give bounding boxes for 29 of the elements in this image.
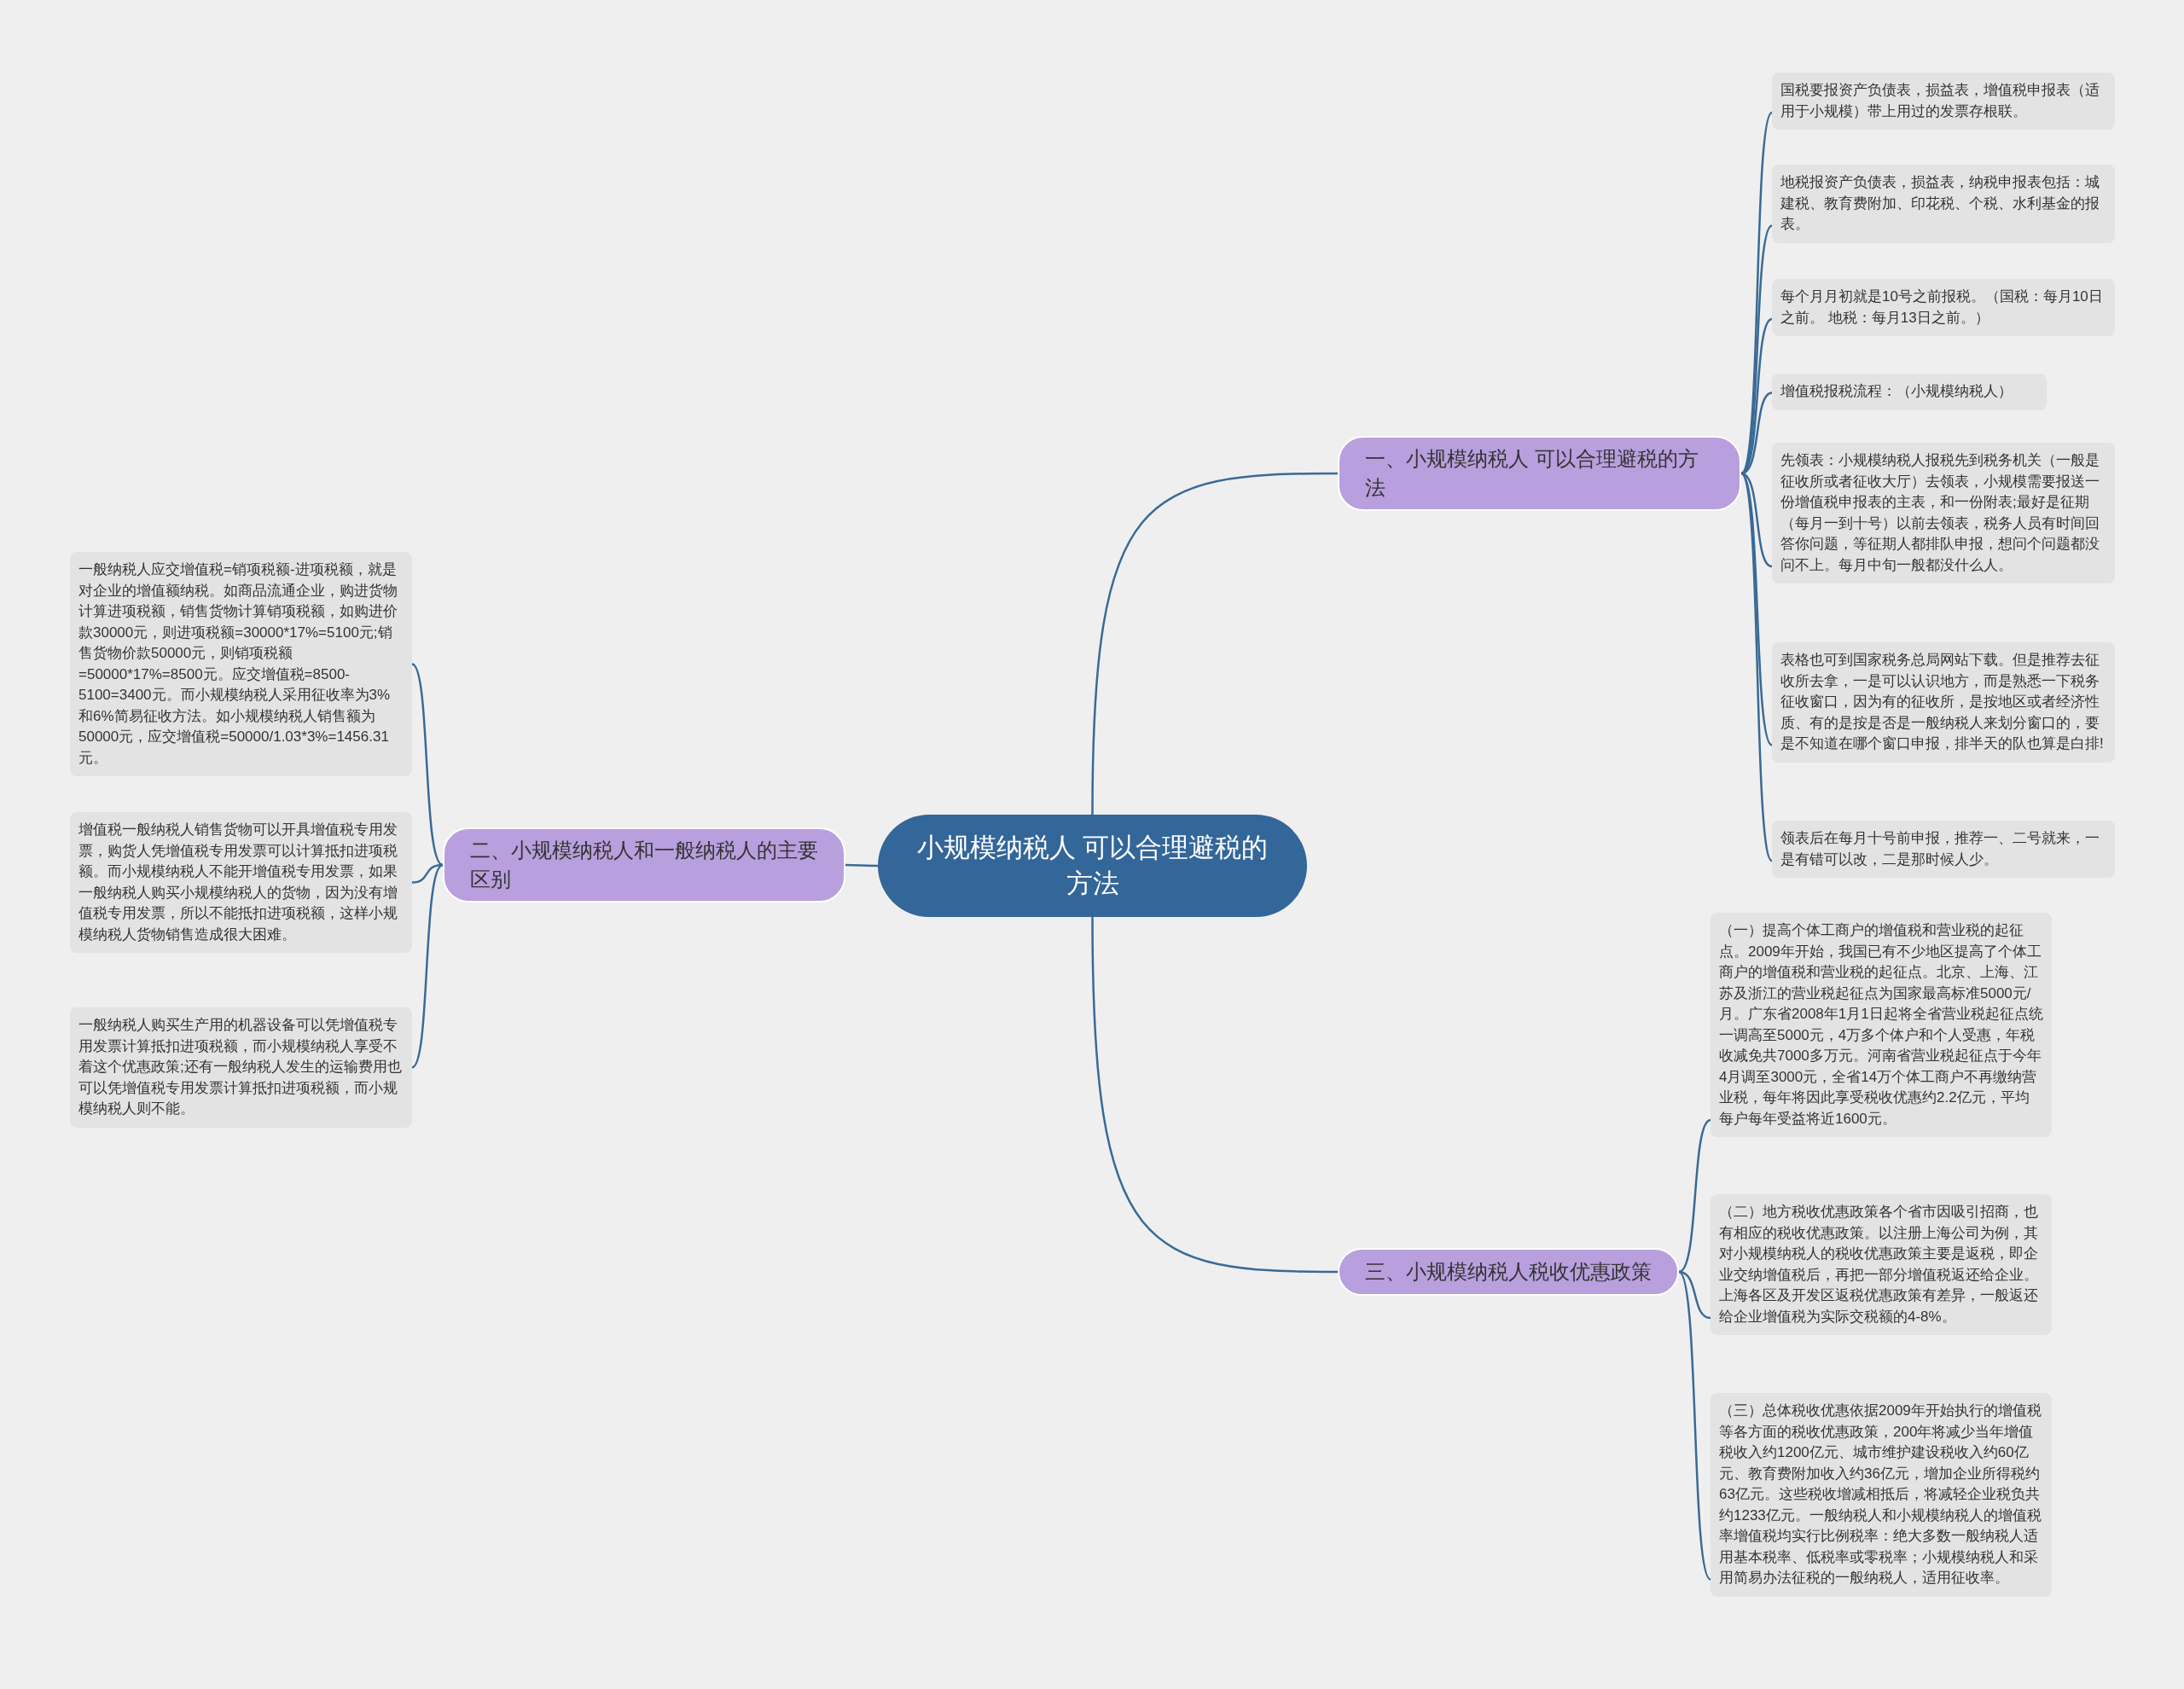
note-card: 增值税报税流程：（小规模纳税人） [1772,374,2047,410]
connector-line [411,663,444,866]
note-card: 一般纳税人购买生产用的机器设备可以凭增值税专用发票计算抵扣进项税额，而小规模纳税人享受不着这个优惠政策;还有一般纳税人发生的运输费用也可以凭增值税专用发票计算抵扣进项税额，而小规模纳税人则不能。 [70,1007,412,1128]
note-card: 增值税一般纳税人销售货物可以开具增值税专用发票，购货人凭增值税专用发票可以计算抵扣进项税额。而小规模纳税人不能开增值税专用发票，如果一般纳税人购买小规模纳税人的货物，因为没有增值税专用发票，所以不能抵扣进项税额，这样小规模纳税人货物销售造成很大困难。 [70,812,412,953]
connector-line [411,863,444,884]
connector-line [845,863,879,868]
topic-box: 二、小规模纳税人和一般纳税人的主要区别 [443,827,845,903]
connector-line [1740,112,1774,474]
note-card: 领表后在每月十号前申报，推荐一、二号就来，一是有错可以改，二是那时候人少。 [1772,821,2115,878]
connector-line [1091,917,1338,1274]
note-card: （三）总体税收优惠依据2009年开始执行的增值税等各方面的税收优惠政策，200年将减少当年增值税收入约1200亿元、城市维护建设税收入约60亿元、教育费附加收入约36亿元，增加企业所得税约63亿元。这些税收增减相抵后，将减轻企业税负共约1233亿元。一般纳税人和小规模纳税人的增值税率增值税均实行比例税率：绝大多数一般纳税人适用基本税率、低税率或零税率；小规模纳税人和采用简易办法征税的一般纳税人，适用征收率。 [1711,1393,2052,1597]
note-card: 国税要报资产负债表，损益表，增值税申报表（适用于小规模）带上用过的发票存根联。 [1772,73,2115,130]
connector-line [1678,1271,1711,1581]
note-card: 表格也可到国家税务总局网站下载。但是推荐去征收所去拿，一是可以认识地方，而是熟悉一下税务征收窗口，因为有的征收所，是按地区或者经济性质、有的是按是否是一般纳税人来划分窗口的，要是不知道在哪个窗口申报，排半天的队也算是白排! [1772,642,2115,763]
note-card: 一般纳税人应交增值税=销项税额-进项税额，就是对企业的增值额纳税。如商品流通企业，购进货物计算进项税额，销售货物计算销项税额，如购进价款30000元，则进项税额=30000*17%=5100元;销售货物价款50000元，则销项税额=50000*17%=8500元。应交增值税=8500-5100=3400元。而小规模纳税人采用征收率为3%和6%简易征收方法。如小规模纳税人销售额为50000元，应交增值税=50000/1.03*3%=1456.31元。 [70,552,412,776]
note-card: 先领表：小规模纳税人报税先到税务机关（一般是征收所或者征收大厅）去领表，小规模需要报送一份增值税申报表的主表，和一份附表;最好是征期（每月一到十号）以前去领表，税务人员有时间回答你问题，等征期人都排队申报，想问个问题都没问不上。每月中旬一般都没什么人。 [1772,443,2115,583]
topic-box: 三、小规模纳税人税收优惠政策 [1338,1248,1679,1296]
note-card: 每个月月初就是10号之前报税。（国税：每月10日之前。 地税：每月13日之前。） [1772,279,2115,336]
connector-line [411,864,444,1069]
connector-line [1740,473,1774,862]
note-card: （二）地方税收优惠政策各个省市因吸引招商，也有相应的税收优惠政策。以注册上海公司为例，其对小规模纳税人的税收优惠政策主要是返税，即企业交纳增值税后，再把一部分增值税返还给企业。上海各区及开发区返税优惠政策有差异，一般返还给企业增值税为实际交税额的4-8%。 [1711,1194,2052,1335]
connector-line [1091,472,1338,815]
note-card: （一）提高个体工商户的增值税和营业税的起征点。2009年开始，我国已有不少地区提高了个体工商户的增值税和营业税的起征点。北京、上海、江苏及浙江的营业税起征点为国家最高标准5000元/月。广东省2008年1月1日起将全省营业税起征点统一调高至5000元，4万多个体户和个人受惠，年税收减免共7000多万元。河南省营业税起征点于今年4月调至3000元，全省14万个体工商户不再缴纳营业税，每年将因此享受税收优惠约2.2亿元，平均每户每年受益将近1600元。 [1711,913,2052,1137]
topic-box: 一、小规模纳税人 可以合理避税的方法 [1338,436,1741,511]
connector-line [1740,224,1773,474]
central-topic: 小规模纳税人 可以合理避税的方法 [878,815,1307,917]
connector-line [1678,1118,1711,1274]
connector-line [1678,1270,1711,1320]
note-card: 地税报资产负债表，损益表，纳税申报表包括：城建税、教育费附加、印花税、个税、水利基金的报表。 [1772,165,2115,243]
